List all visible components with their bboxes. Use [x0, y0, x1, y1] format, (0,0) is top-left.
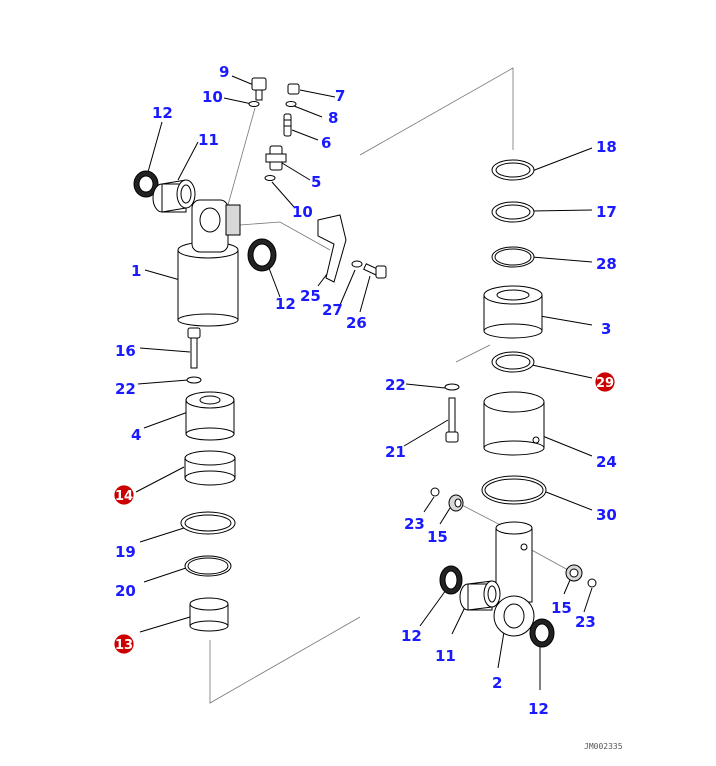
badge-14: 14: [113, 484, 135, 506]
label-15-right: 15: [551, 599, 572, 617]
badge-29: 29: [594, 371, 616, 393]
part-12-seal-center: [247, 238, 277, 272]
label-19: 19: [115, 543, 136, 561]
part-12-seal-lower-left: [439, 565, 463, 595]
label-12-lower-left: 12: [401, 627, 422, 645]
part-15-pin-right: [565, 564, 583, 582]
label-7: 7: [335, 87, 345, 105]
label-4: 4: [131, 426, 141, 444]
badge-14-text: 14: [115, 489, 133, 504]
badge-13: 13: [113, 633, 135, 655]
part-12-seal-lower-right: [529, 618, 555, 648]
label-9: 9: [219, 63, 229, 81]
label-10-top: 10: [202, 88, 223, 106]
part-23-ball-left: [430, 487, 440, 497]
badge-13-text: 13: [115, 638, 133, 653]
part-3-cylinder-head: [483, 285, 543, 339]
part-6-fitting: [283, 113, 292, 137]
label-22-right: 22: [385, 376, 406, 394]
part-2-rod: [493, 521, 535, 637]
label-12-lower-right: 12: [528, 700, 549, 718]
label-12-center: 12: [275, 295, 296, 313]
part-labels: 9 10 7 8 6 5 10 12 11 1 12 25 27 26 16 2…: [115, 63, 617, 718]
leader-lines: [135, 75, 593, 690]
part-20-ring: [184, 555, 232, 577]
part-22-washer-left: [186, 376, 202, 384]
part-14-ring: [184, 450, 236, 486]
label-24: 24: [596, 453, 617, 471]
label-1: 1: [131, 262, 141, 280]
label-5: 5: [311, 173, 321, 191]
part-28-ring: [491, 246, 535, 268]
assembly-lines: [209, 67, 569, 704]
label-22-left: 22: [115, 380, 136, 398]
part-10-washer-bottom: [264, 175, 276, 181]
part-25-bracket: [317, 214, 347, 283]
part-22-washer-right: [444, 383, 460, 391]
label-15-left: 15: [427, 528, 448, 546]
part-7-cap: [287, 83, 300, 95]
badge-29-text: 29: [596, 376, 614, 391]
part-12-seal-upper-left: [133, 170, 159, 198]
part-4-piston: [185, 391, 235, 441]
label-23-right: 23: [575, 613, 596, 631]
part-15-pin-left: [448, 494, 464, 512]
label-16: 16: [115, 342, 136, 360]
part-11-bushing-lower: [459, 580, 501, 611]
part-26-bolt: [363, 263, 387, 279]
label-30: 30: [596, 506, 617, 524]
label-2: 2: [492, 674, 502, 692]
label-18: 18: [596, 138, 617, 156]
part-10-washer-top: [248, 101, 260, 107]
part-24-sleeve: [483, 391, 545, 456]
label-20: 20: [115, 582, 136, 600]
part-13-bushing: [189, 597, 229, 632]
label-11-lower: 11: [435, 647, 456, 665]
part-11-bushing-upper-left: [152, 179, 196, 213]
part-29-ring: [491, 351, 535, 373]
drawing-code: JM002335: [584, 742, 623, 751]
part-23-ball-right: [587, 578, 597, 588]
label-12-upper-left: 12: [152, 104, 173, 122]
label-25: 25: [300, 287, 321, 305]
label-26: 26: [346, 314, 367, 332]
label-8: 8: [328, 109, 338, 127]
part-9-bolt: [251, 77, 267, 101]
label-6: 6: [321, 134, 331, 152]
label-28: 28: [596, 255, 617, 273]
label-27: 27: [322, 301, 343, 319]
label-17: 17: [596, 203, 617, 221]
part-17-ring: [491, 201, 535, 223]
part-18-ring: [491, 159, 535, 181]
part-30-band: [481, 475, 547, 505]
label-23-left: 23: [404, 515, 425, 533]
part-16-bolt: [187, 327, 201, 369]
part-1-cylinder-bottom: [177, 199, 241, 327]
part-5-adapter: [265, 145, 287, 171]
part-27-washer: [351, 260, 363, 268]
label-21: 21: [385, 443, 406, 461]
part-21-bolt: [445, 397, 459, 443]
label-10-bottom: 10: [292, 203, 313, 221]
label-3: 3: [601, 320, 611, 338]
part-8-washer: [285, 101, 297, 107]
label-11-upper-left: 11: [198, 131, 219, 149]
part-19-ring: [180, 511, 236, 535]
